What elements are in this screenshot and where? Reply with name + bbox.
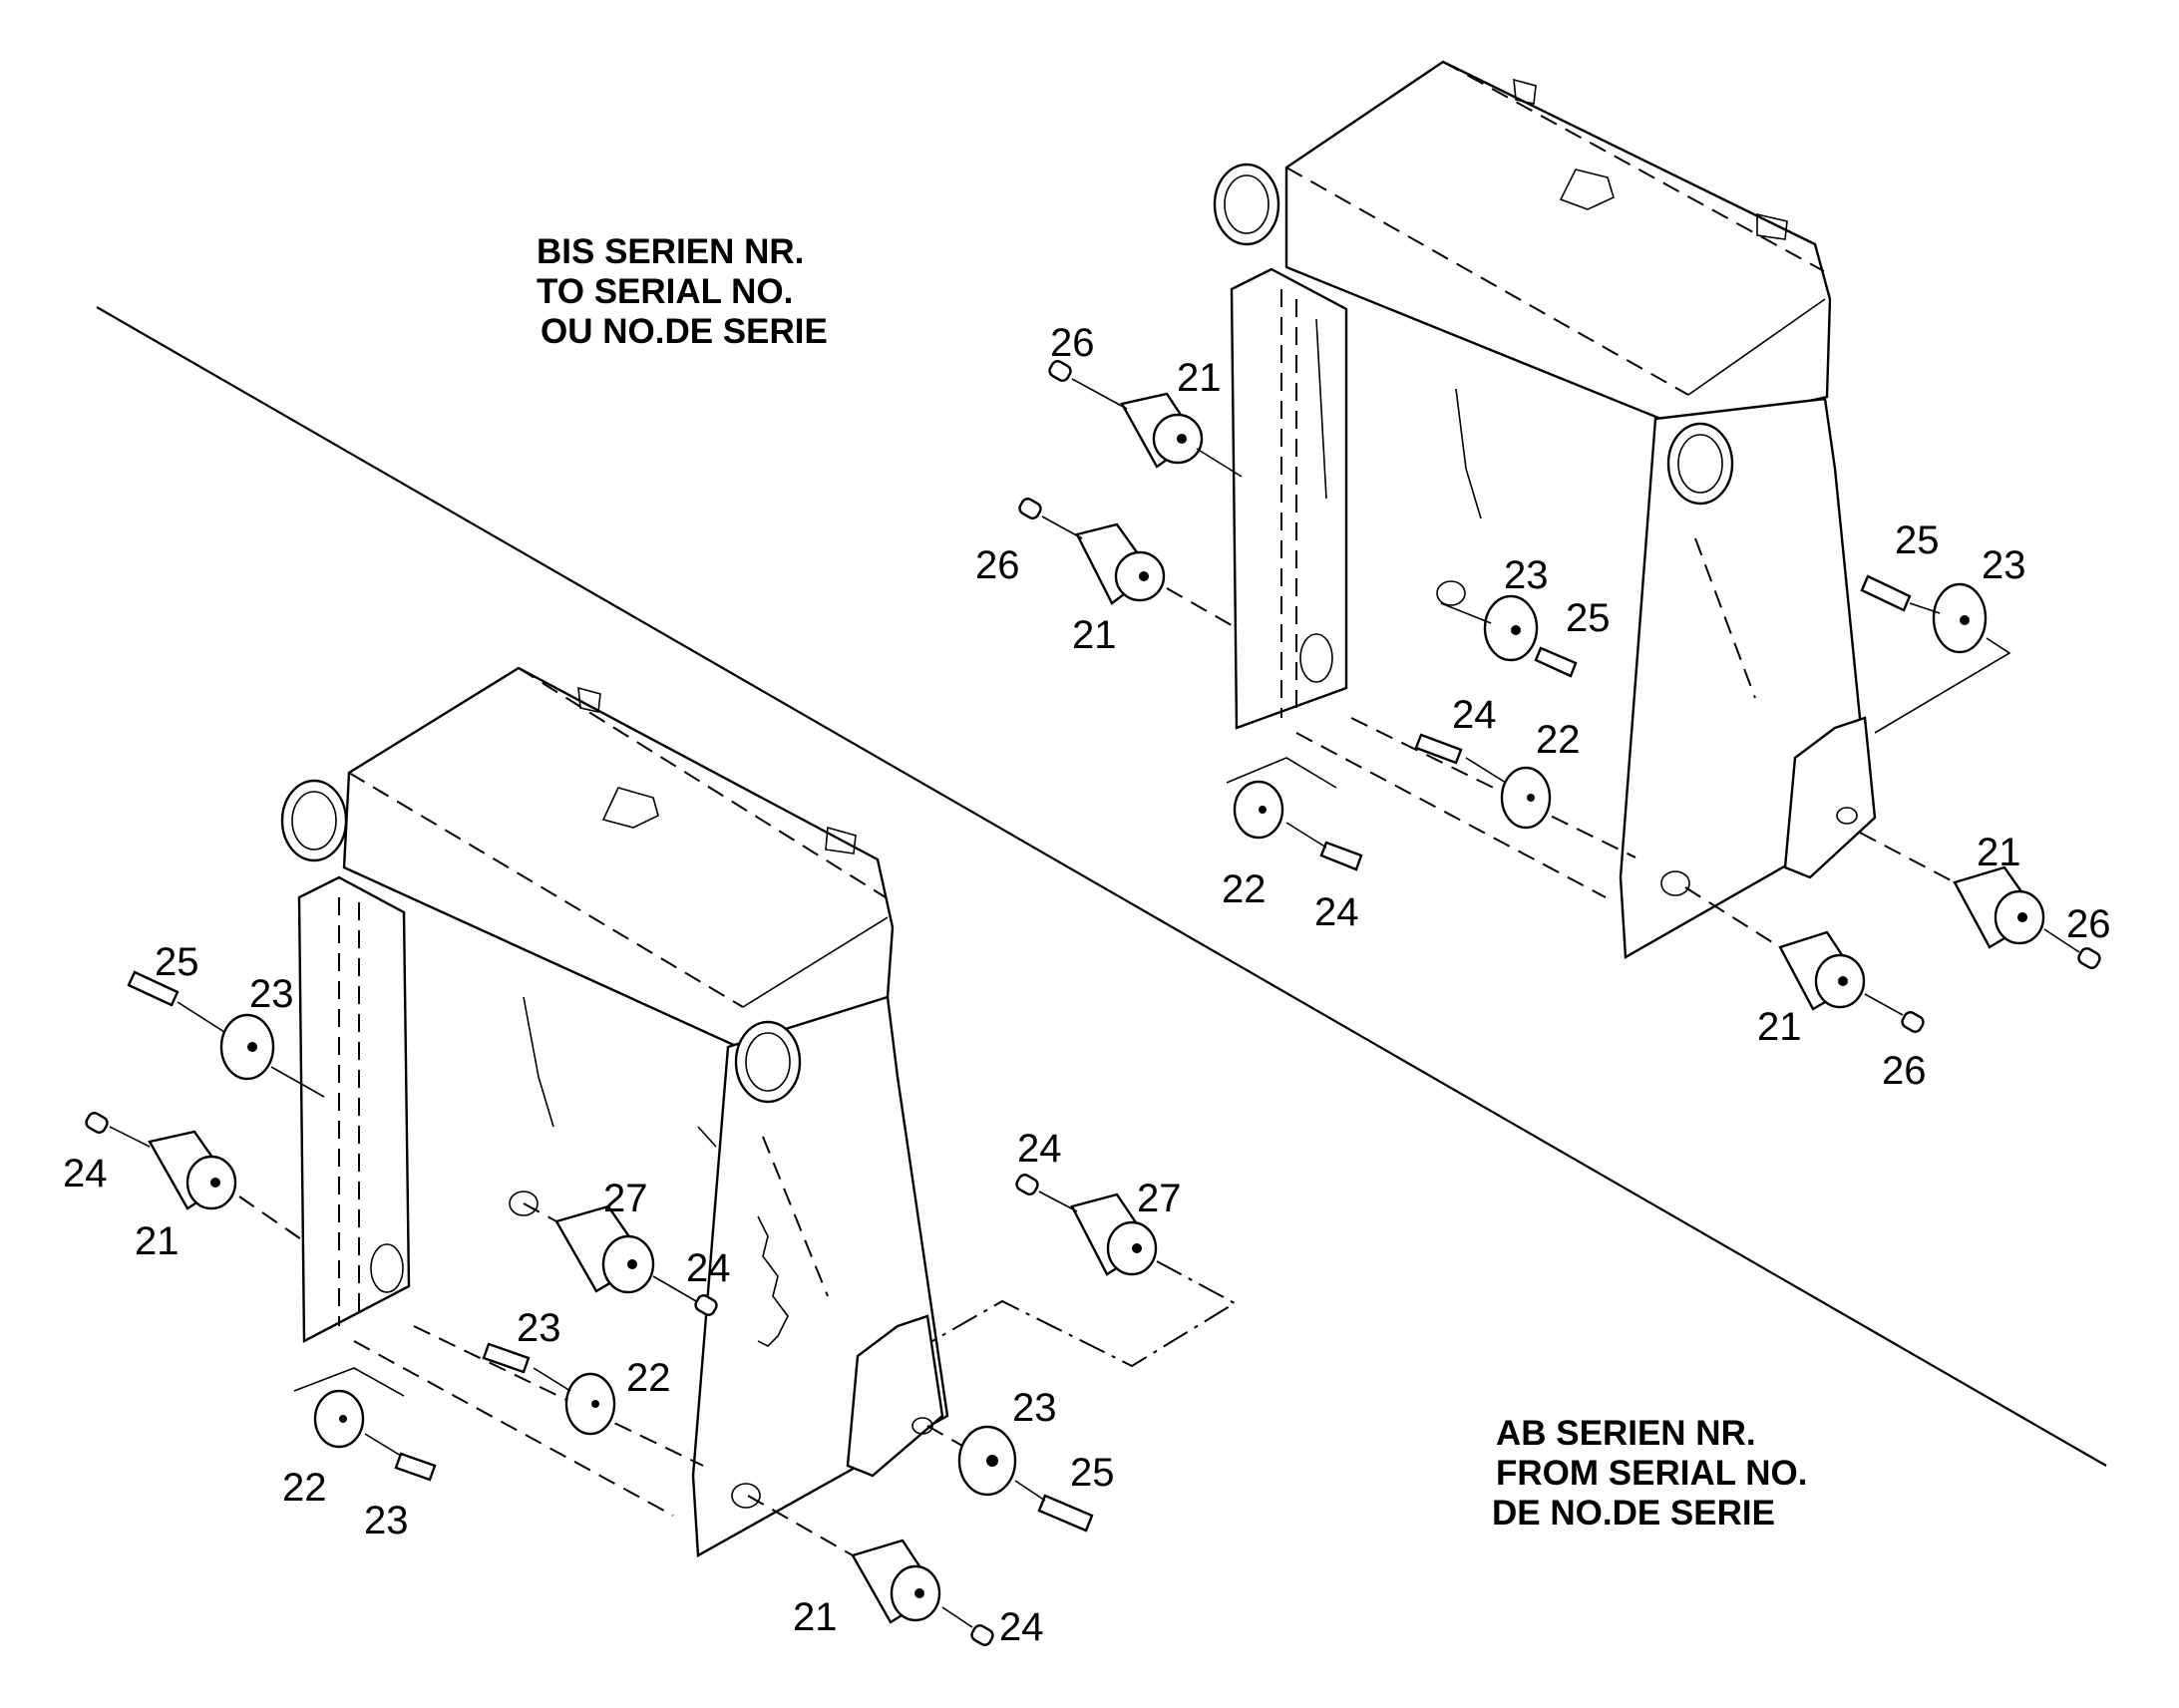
lower-parts	[85, 970, 1238, 1646]
lower-nut-24b	[694, 1294, 718, 1316]
callout-u16: 26	[1882, 1049, 1927, 1093]
lower-bolt-23a	[482, 1342, 531, 1374]
callout-l16: 24	[999, 1605, 1044, 1649]
upper-parts	[1018, 360, 2101, 1033]
upper-frame-left-side	[1230, 267, 1348, 730]
note-after-serial: AB SERIEN NR. FROM SERIAL NO. DE NO.DE S…	[1492, 1414, 1807, 1534]
upper-nut-26a	[1048, 360, 1072, 382]
callout-u12: 23	[1982, 543, 2026, 587]
upper-frame-top-box	[1284, 60, 1832, 431]
upper-bolt-25b	[1860, 574, 1912, 612]
callout-l7: 23	[517, 1306, 561, 1350]
callout-u13: 21	[1977, 831, 2021, 874]
callout-u1: 26	[1050, 321, 1095, 365]
callout-u7: 24	[1452, 693, 1497, 737]
note-after-line-en: FROM SERIAL NO.	[1496, 1454, 1808, 1493]
callout-l3: 24	[63, 1152, 108, 1196]
upper-frame-assembly	[1213, 60, 1877, 959]
callout-u10: 24	[1314, 890, 1359, 934]
note-before-line-de: BIS SERIEN NR.	[537, 232, 805, 271]
note-after-line-fr: DE NO.DE SERIE	[1492, 1494, 1775, 1533]
callout-u2: 21	[1177, 356, 1222, 400]
upper-nut-26c	[2077, 947, 2101, 969]
lower-nut-24a	[85, 1112, 109, 1134]
note-before-line-fr: OU NO.DE SERIE	[541, 312, 828, 351]
upper-bolt-24a	[1414, 733, 1463, 765]
callout-l5: 27	[603, 1177, 648, 1220]
callout-u5: 23	[1504, 553, 1549, 597]
callout-l15: 21	[793, 1595, 838, 1639]
callout-l10: 23	[364, 1499, 409, 1542]
callout-u8: 22	[1536, 718, 1581, 762]
upper-washer-23a	[1483, 594, 1539, 662]
lower-bolt-23b	[394, 1452, 437, 1482]
upper-bolt-25a	[1534, 646, 1578, 678]
lower-callouts: 25 23 24 21 27 24 23 22 22 23 24 27 23 2…	[63, 940, 1182, 1649]
note-before-serial: BIS SERIEN NR. TO SERIAL NO. OU NO.DE SE…	[537, 232, 828, 352]
lower-frame-top-box	[342, 666, 895, 1049]
callout-l11: 24	[1017, 1127, 1062, 1171]
upper-washer-22a	[1500, 766, 1552, 830]
lower-bolt-25b	[1037, 1494, 1094, 1533]
upper-callouts: 26 21 26 21 23 25 24 22 22 24 25 23 21 2…	[975, 321, 2111, 1093]
callout-l12: 27	[1137, 1177, 1182, 1220]
lower-frame-assembly	[280, 666, 949, 1557]
callout-l13: 23	[1012, 1386, 1057, 1430]
upper-washer-23b	[1932, 582, 1988, 654]
note-before-line-en: TO SERIAL NO.	[537, 272, 794, 311]
callout-l6: 24	[686, 1246, 731, 1290]
callout-l4: 21	[135, 1219, 180, 1263]
lower-nut-24d	[970, 1624, 994, 1646]
note-after-line-de: AB SERIEN NR.	[1496, 1414, 1756, 1453]
lower-bolt-25a	[127, 970, 180, 1007]
variant-divider-line	[96, 306, 2107, 1467]
callout-l9: 22	[282, 1466, 327, 1510]
callout-u6: 25	[1566, 596, 1611, 640]
upper-bolt-24b	[1319, 841, 1363, 871]
callout-u11: 25	[1895, 518, 1940, 562]
callout-u3: 26	[975, 543, 1020, 587]
upper-nut-26b	[1018, 498, 1042, 519]
lower-frame-left-side	[297, 875, 411, 1343]
upper-nut-26d	[1901, 1011, 1925, 1033]
lower-washer-22a	[564, 1372, 616, 1436]
callout-u15: 21	[1757, 1005, 1802, 1049]
callout-l2: 23	[249, 972, 294, 1016]
callout-u14: 26	[2066, 902, 2111, 946]
lower-nut-24c	[1015, 1174, 1039, 1196]
callout-u9: 22	[1222, 867, 1267, 911]
callout-u4: 21	[1072, 613, 1117, 657]
callout-l14: 25	[1070, 1451, 1115, 1495]
upper-frame-right-side	[1619, 397, 1872, 959]
callout-l8: 22	[626, 1356, 671, 1400]
callout-l1: 25	[155, 940, 199, 984]
